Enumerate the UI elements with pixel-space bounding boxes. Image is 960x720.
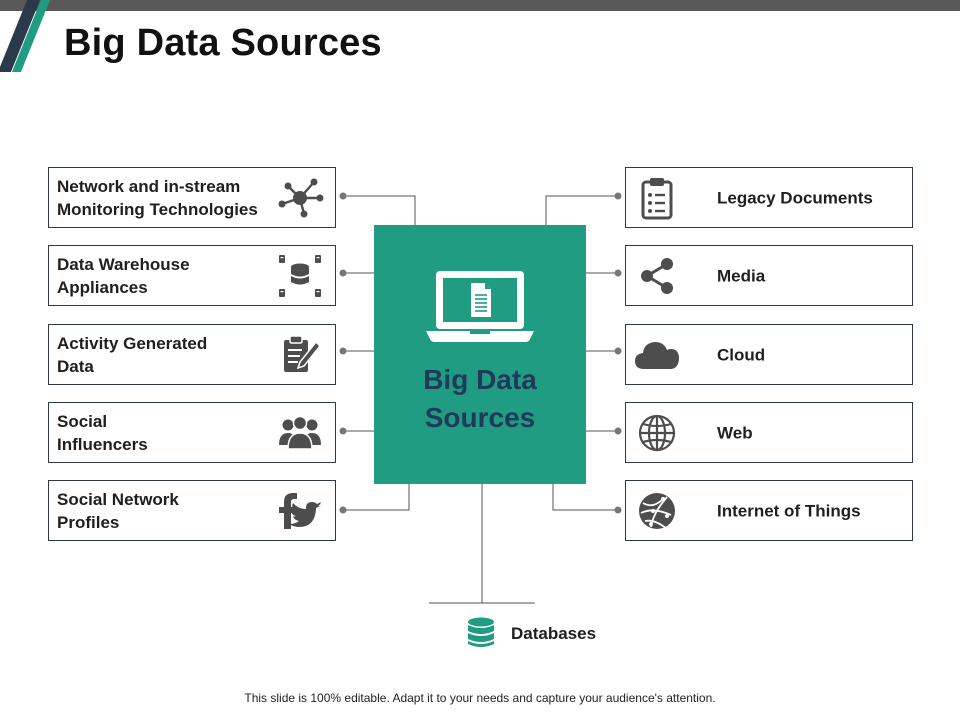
source-label: Social Network Profiles <box>57 488 287 534</box>
source-label: Social Influencers <box>57 410 287 456</box>
source-label-line-2: Monitoring Technologies <box>57 199 258 219</box>
center-title: Big Data Sources <box>374 361 586 437</box>
people-group-icon <box>275 408 325 458</box>
source-box-activity-data: Activity Generated Data <box>48 324 336 385</box>
source-label: Data Warehouse Appliances <box>57 253 287 299</box>
center-title-line-1: Big Data <box>423 364 537 395</box>
globe-icon <box>634 410 680 456</box>
top-bar <box>0 0 960 11</box>
database-server-icon <box>275 251 325 301</box>
source-box-social-influencers: Social Influencers <box>48 402 336 463</box>
source-box-cloud: Cloud <box>625 324 913 385</box>
database-icon <box>468 617 494 647</box>
facebook-icon <box>279 492 297 529</box>
source-box-legacy-documents: Legacy Documents <box>625 167 913 228</box>
center-hub: Big Data Sources <box>374 225 586 484</box>
network-nodes-icon <box>275 173 325 223</box>
source-label-line-2: Profiles <box>57 512 120 532</box>
source-label: Network and in-stream Monitoring Technol… <box>57 175 287 221</box>
source-label-line-2: Data <box>57 356 94 376</box>
laptop-document-icon <box>426 271 534 342</box>
clipboard-list-icon <box>634 175 680 221</box>
source-box-iot: Internet of Things <box>625 480 913 541</box>
source-label: Legacy Documents <box>717 188 873 207</box>
footer-note: This slide is 100% editable. Adapt it to… <box>244 691 716 705</box>
source-label-line-1: Activity Generated <box>57 333 208 353</box>
source-box-media: Media <box>625 245 913 306</box>
source-box-social-network: Social Network Profiles <box>48 480 336 541</box>
center-title-line-2: Sources <box>424 402 536 433</box>
share-icon <box>634 253 680 299</box>
source-label-line-1: Data Warehouse <box>57 254 190 274</box>
iot-globe-icon <box>634 488 680 534</box>
source-label-line-2: Appliances <box>57 277 148 297</box>
source-label-line-1: Social Network <box>57 489 179 509</box>
cloud-icon <box>634 332 680 378</box>
source-label-line-2: Influencers <box>57 434 148 454</box>
slide-title: Big Data Sources <box>64 22 382 64</box>
source-label-line-1: Social <box>57 411 108 431</box>
twitter-icon <box>289 501 322 527</box>
clipboard-pencil-icon <box>275 330 325 380</box>
source-box-web: Web <box>625 402 913 463</box>
source-label: Cloud <box>717 345 766 364</box>
source-label: Internet of Things <box>717 501 861 520</box>
source-label: Web <box>717 423 753 442</box>
source-box-data-warehouse: Data Warehouse Appliances <box>48 245 336 306</box>
source-label: Activity Generated Data <box>57 332 287 378</box>
source-box-network: Network and in-stream Monitoring Technol… <box>48 167 336 228</box>
facebook-twitter-icon <box>275 486 325 536</box>
source-label-line-1: Network and in-stream <box>57 176 241 196</box>
databases-label: Databases <box>511 624 597 643</box>
source-label: Media <box>717 266 766 285</box>
